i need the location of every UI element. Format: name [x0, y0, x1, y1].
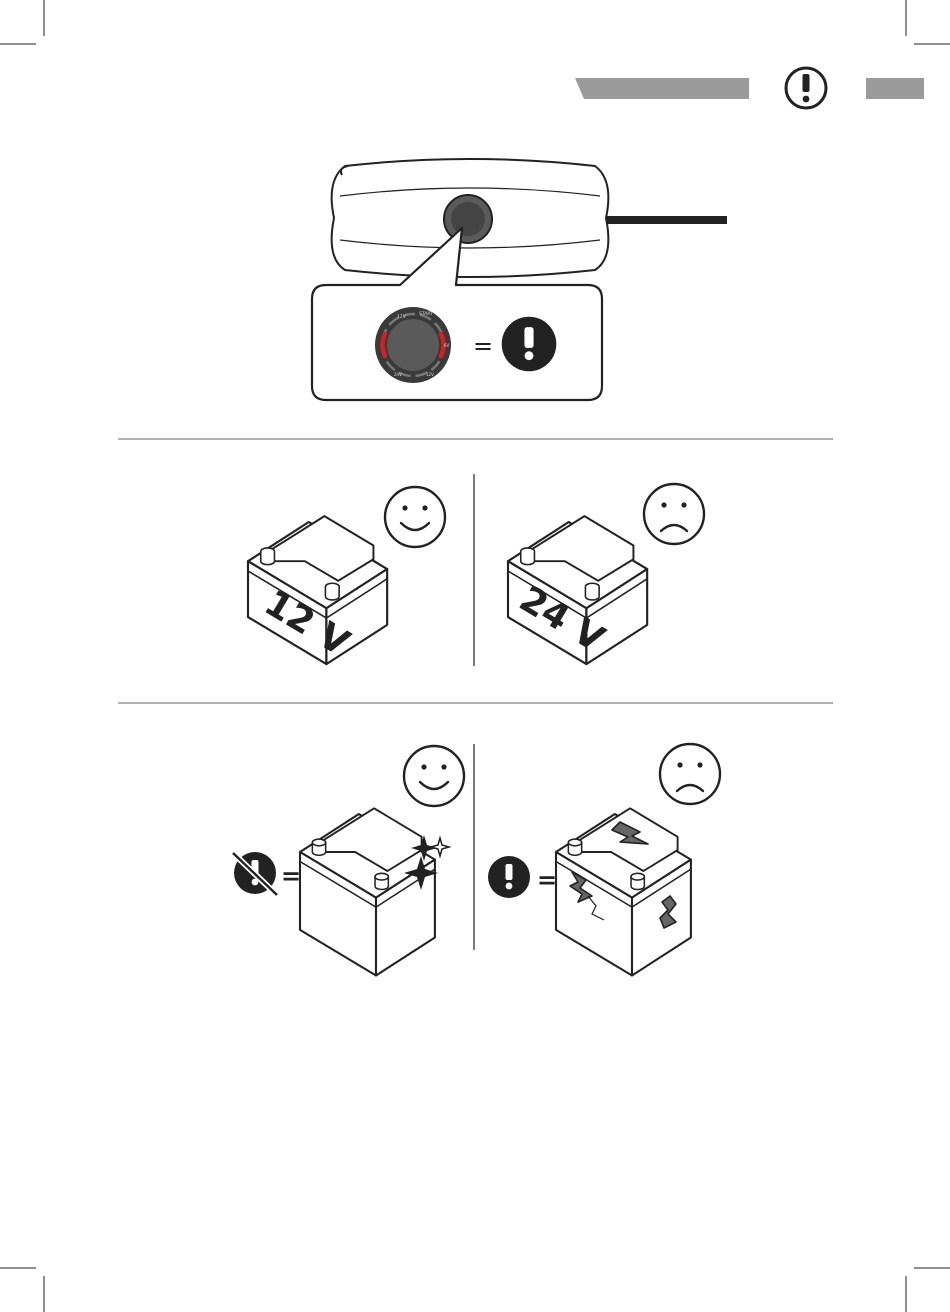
knob-label-1: 12V	[397, 314, 407, 320]
equals-sign: =	[537, 866, 557, 894]
equals-sign: =	[281, 862, 301, 890]
charger-knob: 12V START 6V 24V 12V	[375, 307, 451, 383]
knob-label-5: 12V	[426, 372, 434, 377]
battery-12v-panel: 12 V	[248, 487, 445, 664]
no-warning-icon	[233, 852, 277, 895]
smiley-happy-icon	[385, 487, 445, 547]
battery-clean	[300, 808, 435, 975]
knob-label-3: 6V	[444, 343, 450, 348]
error-led-left	[383, 334, 386, 356]
header-tab-bar	[575, 78, 749, 99]
damaged-battery-panel: =	[488, 744, 720, 976]
warning-icon	[502, 317, 557, 372]
knob-label-2: START	[419, 311, 433, 317]
battery-24v-panel: 24 V	[508, 484, 704, 664]
smiley-sad-icon	[644, 484, 704, 544]
clean-battery-panel: =	[233, 746, 464, 976]
header-page-tab	[866, 78, 924, 99]
exclamation-circle-icon	[786, 68, 826, 108]
knob-label-4: 24V	[394, 372, 402, 377]
smiley-sad-icon	[660, 744, 720, 804]
smiley-happy-icon	[404, 746, 464, 806]
warning-icon	[488, 856, 530, 898]
callout-equals: =	[473, 332, 493, 360]
page-header	[575, 68, 924, 108]
charger-illustration	[332, 159, 727, 277]
